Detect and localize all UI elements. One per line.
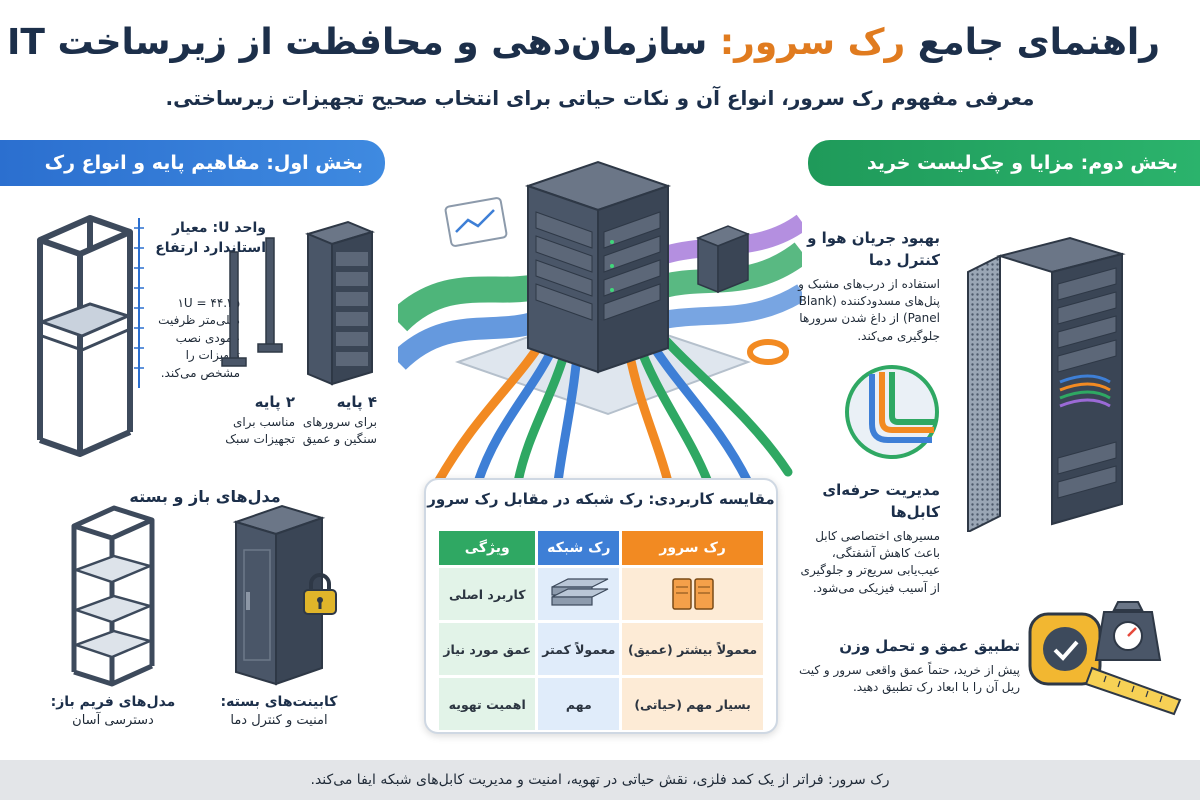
two-post-rack-icon	[221, 237, 283, 367]
header-feature: ویژگی	[439, 531, 536, 565]
server-rack-usage-cell	[622, 568, 763, 620]
network-rack-usage-cell	[538, 568, 620, 620]
lock-icon	[303, 573, 337, 615]
feature-cell: کاربرد اصلی	[439, 568, 536, 620]
title-part-a: راهنمای جامع	[917, 22, 1160, 63]
title-part-b: سازمان‌دهی و محافظت از زیرساخت IT	[7, 22, 708, 63]
open-frame-rack-icon	[37, 215, 133, 457]
four-post-title: ۴ پایه	[336, 393, 377, 411]
four-post-desc: برای سرورهای سنگین و عمیق	[302, 414, 377, 447]
server-tower-icon	[671, 577, 714, 610]
page-title: راهنمای جامع رک سرور: سازمان‌دهی و محافظ…	[7, 22, 1160, 63]
comparison-table-card: مقایسه کاربردی: رک شبکه در مقابل رک سرور…	[424, 478, 778, 734]
title-accent: رک سرور:	[719, 22, 906, 63]
section2-banner: بخش دوم: مزایا و چک‌لیست خرید	[808, 140, 1200, 186]
table-cell: مهم	[538, 678, 620, 730]
footer-note: رک سرور: فراتر از یک کمد فلزی، نقش حیاتی…	[0, 760, 1200, 800]
central-server-rack-illustration	[398, 160, 802, 482]
unit-measure-icon	[134, 218, 144, 388]
two-post-desc: مناسب برای تجهیزات سبک	[225, 414, 295, 447]
two-post-title: ۲ پایه	[254, 393, 295, 411]
table-cell: معمولاً بیشتر (عمیق)	[622, 623, 763, 675]
comparison-table: رک سرور رک شبکه ویژگی	[436, 528, 766, 733]
open-model-title: مدل‌های فریم باز:	[50, 694, 176, 710]
table-row: بسیار مهم (حیاتی) مهم اهمیت تهویه	[439, 678, 763, 730]
header-server-rack: رک سرور	[622, 531, 763, 565]
models-title: مدل‌های باز و بسته	[129, 487, 281, 506]
open-model-rack-icon	[71, 505, 155, 687]
airflow-title: بهبود جریان هوا و کنترل دما	[807, 229, 940, 269]
comparison-header-row: رک سرور رک شبکه ویژگی	[439, 531, 763, 565]
page-subtitle: معرفی مفهوم رک سرور، انواع آن و نکات حیا…	[165, 86, 1035, 110]
cable-management-desc: مسیرهای اختصاصی کابل باعث کاهش آشفتگی، ع…	[800, 528, 940, 595]
unit-title: واحد U: معیار استاندارد ارتفاع	[155, 220, 266, 257]
tape-measure-icon	[1028, 612, 1182, 716]
header-network-rack: رک شبکه	[538, 531, 620, 565]
section1-banner: بخش اول: مفاهیم پایه و انواع رک	[0, 140, 385, 186]
comparison-title: مقایسه کاربردی: رک شبکه در مقابل رک سرور	[427, 490, 775, 508]
depth-weight-desc: پیش از خرید، حتماً عمق واقعی سرور و کیت …	[798, 662, 1020, 695]
closed-cabinet-icon	[232, 504, 326, 686]
table-cell: معمولاً کمتر	[538, 623, 620, 675]
feature-cell: اهمیت تهویه	[439, 678, 536, 730]
network-switch-icon	[551, 577, 609, 606]
airflow-desc: استفاده از درب‌های مشبک و پنل‌های مسدودک…	[798, 276, 940, 343]
table-row: معمولاً بیشتر (عمیق) معمولاً کمتر عمق مو…	[439, 623, 763, 675]
weight-gauge-icon	[1094, 601, 1162, 661]
closed-cabinet-desc: امنیت و کنترل دما	[230, 713, 328, 729]
table-row: کاربرد اصلی	[439, 568, 763, 620]
unit-desc: ۱U = ۴۴.۴۵ میلی‌متر ظرفیت عمودی نصب تجهی…	[158, 296, 240, 380]
depth-weight-title: تطبیق عمق و تحمل وزن	[839, 637, 1020, 655]
cable-closeup-icon	[845, 365, 939, 459]
four-post-rack-icon	[305, 220, 375, 386]
feature-cell: عمق مورد نیاز	[439, 623, 536, 675]
table-cell: بسیار مهم (حیاتی)	[622, 678, 763, 730]
open-model-desc: دسترسی آسان	[72, 713, 154, 729]
cable-management-title: مدیریت حرفه‌ای کابل‌ها	[822, 481, 940, 521]
closed-cabinet-title: کابینت‌های بسته:	[220, 694, 338, 710]
mesh-cabinet-icon	[967, 236, 1126, 532]
